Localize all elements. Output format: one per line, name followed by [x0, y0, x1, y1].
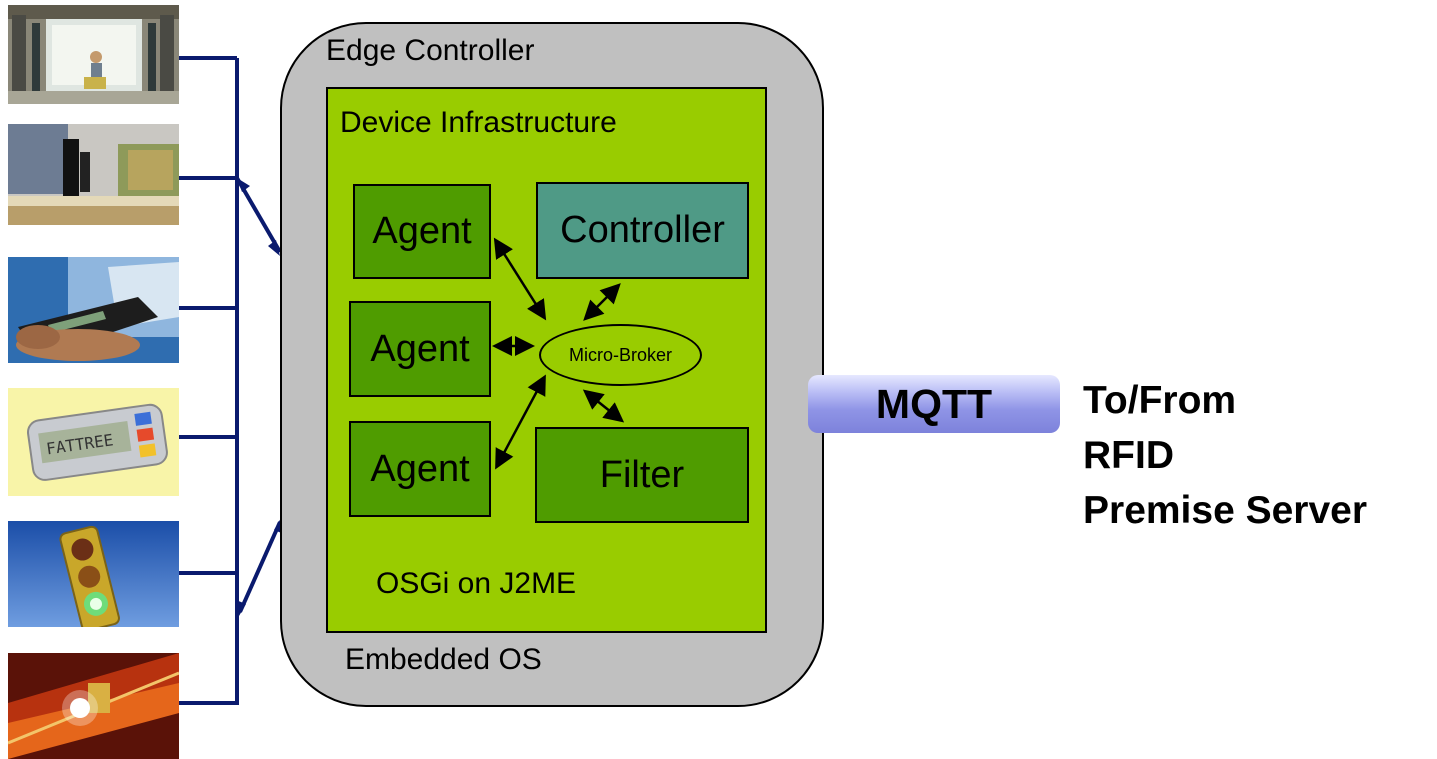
agent-box-1: Agent	[353, 184, 491, 279]
traffic-light-photo-icon	[8, 521, 179, 627]
destination-line-3: Premise Server	[1083, 489, 1368, 532]
osgi-platform-label: OSGi on J2ME	[376, 567, 577, 600]
lcd-display-photo-icon: FATTREE	[8, 388, 179, 496]
controller-box: Controller	[536, 182, 749, 279]
device-infrastructure-title: Device Infrastructure	[340, 106, 617, 139]
agent-box-2: Agent	[349, 301, 491, 397]
embedded-os-label: Embedded OS	[345, 643, 542, 676]
edge-controller-title: Edge Controller	[326, 34, 535, 67]
destination-line-2: RFID	[1083, 434, 1174, 477]
micro-broker-ellipse: Micro-Broker	[539, 324, 702, 386]
handheld-scanner-photo-icon	[8, 257, 179, 363]
destination-label: To/From RFID Premise Server	[1083, 373, 1367, 538]
agent-box-3: Agent	[349, 421, 491, 517]
filter-box: Filter	[535, 427, 749, 523]
dock-door-photo-icon	[8, 5, 179, 104]
mqtt-protocol-pill: MQTT	[808, 375, 1060, 433]
destination-line-1: To/From	[1083, 379, 1237, 422]
conveyor-reader-photo-icon	[8, 124, 179, 225]
road-light-photo-icon	[8, 653, 179, 759]
